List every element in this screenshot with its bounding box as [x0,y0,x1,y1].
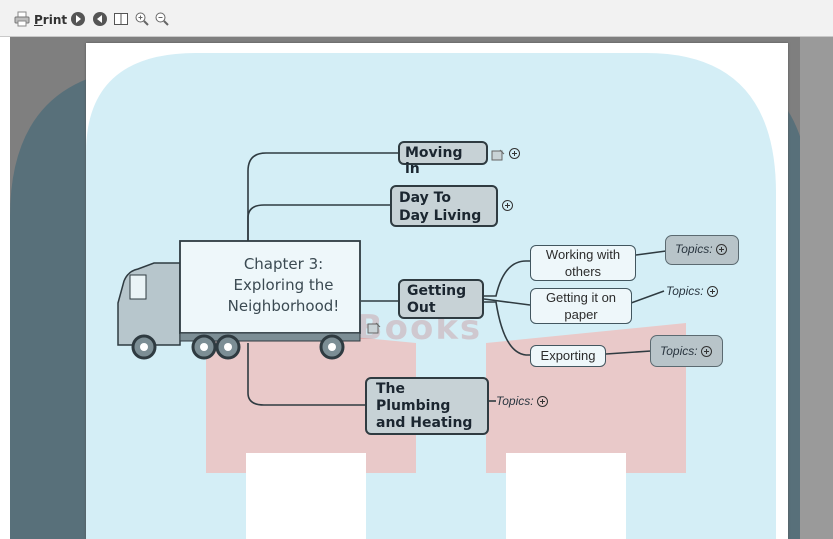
right-margin [800,37,833,539]
topic-getting-out[interactable]: Getting Out [398,279,484,319]
zoom-out-icon[interactable] [154,10,170,28]
topics-link[interactable]: Topics: [496,394,548,408]
expand-icon[interactable] [509,148,520,159]
back-icon[interactable] [92,10,108,28]
topic-label: Getting [407,283,467,299]
topic-label: and Heating [376,415,473,431]
document-viewer[interactable]: DropBooks [0,37,833,539]
two-page-icon[interactable] [113,10,129,28]
topics-label: Topics: [666,284,704,298]
watermark-graphic [86,53,776,539]
topic-day-to-day-living[interactable]: Day To Day Living [390,185,498,227]
topics-label: Topics: [660,344,698,358]
topic-label: Day To [399,190,451,206]
topic-moving-in[interactable]: Moving in [398,141,488,177]
topic-label: Plumbing [376,398,451,414]
topics-label: Topics: [496,394,534,408]
topic-label: Moving in [405,145,463,177]
topic-label: Day Living [399,208,482,224]
print-button[interactable]: Print [34,13,68,27]
subtopic-label: Exporting [540,348,596,363]
truck-illustration [117,240,361,360]
topics-link[interactable]: Topics: [666,284,718,298]
expand-icon[interactable] [706,286,718,298]
expand-icon[interactable] [502,200,513,211]
topics-box[interactable] [665,235,739,265]
subtopic-getting-it-on-paper[interactable]: Getting it on paper [530,288,632,324]
subtopic-label: paper [564,307,598,322]
viewer-toolbar: Print [0,0,833,37]
subtopic-label: Getting it on [545,290,617,305]
central-topic-line: Chapter 3: [243,255,324,273]
mindmap-connectors [247,152,667,406]
central-topic-line: Neighborhood! [227,297,340,315]
topics-link[interactable]: Topics: [660,344,712,358]
topic-label: The [376,381,406,397]
printer-icon[interactable] [14,10,30,28]
expand-icon[interactable] [700,346,712,358]
forward-icon[interactable] [70,10,86,28]
expand-icon[interactable] [536,396,548,408]
central-topic[interactable]: Chapter 3: Exploring the Neighborhood! [196,254,371,317]
zoom-in-icon[interactable] [134,10,150,28]
left-margin [0,37,10,539]
topics-link[interactable]: Topics: [675,242,727,256]
central-topic-line: Exploring the [233,276,334,294]
subtopic-label: Working with [545,247,621,262]
note-icon[interactable] [367,319,381,338]
topic-label: Out [407,300,436,316]
document-page: DropBooks [86,43,788,539]
subtopic-working-with-others[interactable]: Working with others [530,245,636,281]
topic-plumbing-and-heating[interactable]: The Plumbing and Heating [365,377,489,435]
subtopic-label: others [564,264,602,279]
subtopic-exporting[interactable]: Exporting [530,345,606,367]
note-icon[interactable] [491,146,505,165]
topics-label: Topics: [675,242,713,256]
expand-icon[interactable] [715,244,727,256]
